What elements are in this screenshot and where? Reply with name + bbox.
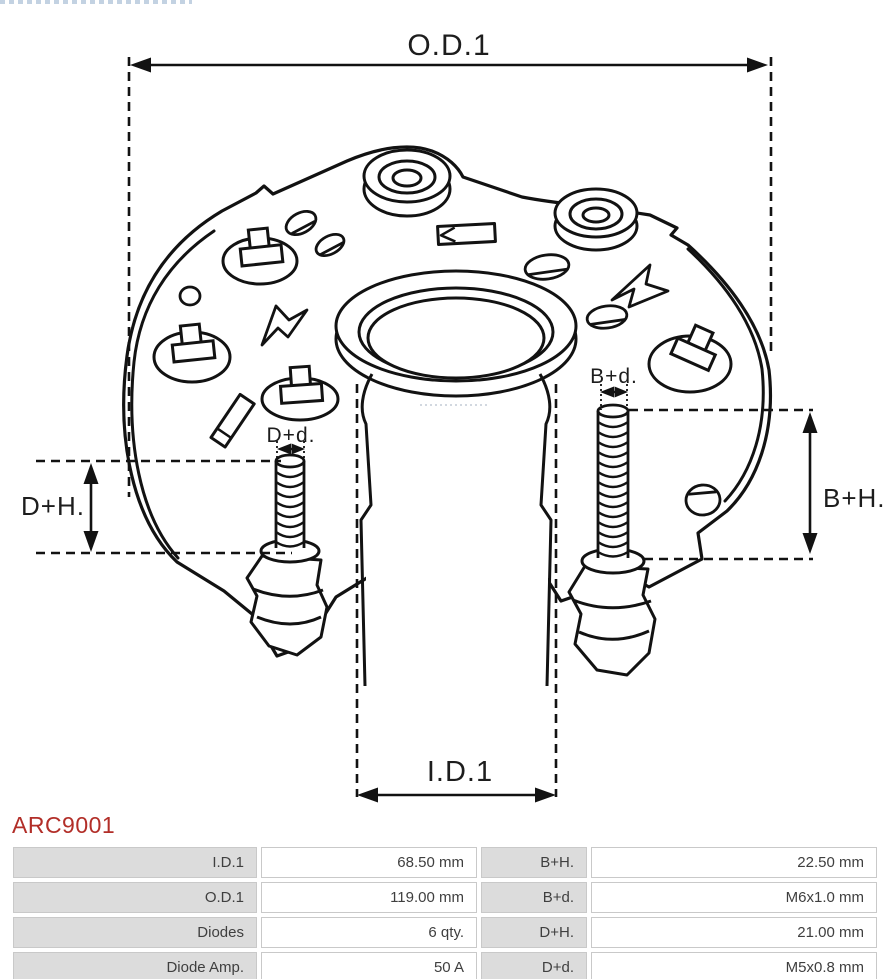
oval-hole [523,253,571,281]
spec-label-cell: B+H. [481,847,587,878]
stamped-arrow-right [610,263,670,309]
left-foot-bracket [245,554,329,657]
spec-label-cell: O.D.1 [13,882,257,913]
diode-hole-2 [152,322,232,384]
oval-hole [684,483,722,517]
b-plus-stud [580,403,646,575]
table-row: Diode Amp. 50 A D+d. M5x0.8 mm [13,952,877,979]
table-row: Diodes 6 qty. D+H. 21.00 mm [13,917,877,948]
dh-dimension [36,459,292,555]
right-foot-bracket [567,564,657,677]
arrowhead [747,57,768,73]
spec-value-cell: 6 qty. [261,917,477,948]
bore-mask [366,340,548,686]
oval-hole [284,210,318,236]
diode-hole-4 [647,323,733,394]
bd-dimension [600,384,628,410]
dim-label-od1: O.D.1 [407,29,490,62]
arrowhead [357,787,378,803]
bh-dimension [629,408,818,561]
arrowhead [614,386,628,398]
spec-value-cell: 50 A [261,952,477,979]
spec-label-cell: Diode Amp. [13,952,257,979]
dim-label-bh: B+H. [823,483,886,513]
arrowhead [83,531,99,552]
slanted-slot [209,392,256,449]
spec-label-cell: B+d. [481,882,587,913]
arrowhead [535,787,556,803]
dim-label-dh: D+H. [21,491,85,521]
spec-value-cell: 68.50 mm [261,847,477,878]
plate-inner-edge-left [130,229,216,560]
dim-label-dd: D+d. [267,424,316,447]
aspl-logo-cropped [0,0,192,4]
arrowhead [802,412,818,433]
arrowhead [291,443,305,455]
table-row: I.D.1 68.50 mm B+H. 22.50 mm [13,847,877,878]
vent-holes [178,210,722,517]
rectifier-technical-drawing: O.D.1 I.D.1 D+H. B+H. [21,29,886,803]
spec-value-cell: 119.00 mm [261,882,477,913]
table-row: O.D.1 119.00 mm B+d. M6x1.0 mm [13,882,877,913]
spec-label-cell: D+H. [481,917,587,948]
diode-hole-1 [221,226,299,286]
bore-rim [366,296,546,380]
slot-with-arrow [436,221,497,246]
arrowhead [802,533,818,554]
arrowhead [83,463,99,484]
dim-label-id1: I.D.1 [427,756,493,788]
ring-terminal-2 [553,187,639,252]
arrowhead [600,386,614,398]
plate-inner-edge-right [686,247,765,503]
id1-dimension [355,384,558,803]
spec-label-cell: D+d. [481,952,587,979]
diode-hole-3 [260,364,340,422]
bore-wall-left [359,373,374,687]
slot-cutouts [209,221,497,449]
od1-dimension [127,57,773,497]
d-plus-stud [259,453,321,564]
bore-wall-right [538,373,553,687]
ring-terminal-1 [362,148,452,218]
spec-table: I.D.1 68.50 mm B+H. 22.50 mm O.D.1 119.0… [9,843,881,979]
spec-value-cell: 22.50 mm [591,847,877,878]
spec-value-cell: 21.00 mm [591,917,877,948]
spec-label-cell: Diodes [13,917,257,948]
oval-hole [314,232,346,258]
arrowhead [130,57,151,73]
spec-value-cell: M5x0.8 mm [591,952,877,979]
spec-value-cell: M6x1.0 mm [591,882,877,913]
oval-hole [585,304,629,330]
stamped-arrow-left [260,304,309,347]
pin-hole [178,285,202,307]
center-bore [334,269,578,687]
dd-dimension [276,441,305,462]
part-number[interactable]: ARC9001 [12,812,116,838]
arrowhead [277,443,291,455]
spec-label-cell: I.D.1 [13,847,257,878]
dim-label-bd: B+d. [590,365,638,388]
